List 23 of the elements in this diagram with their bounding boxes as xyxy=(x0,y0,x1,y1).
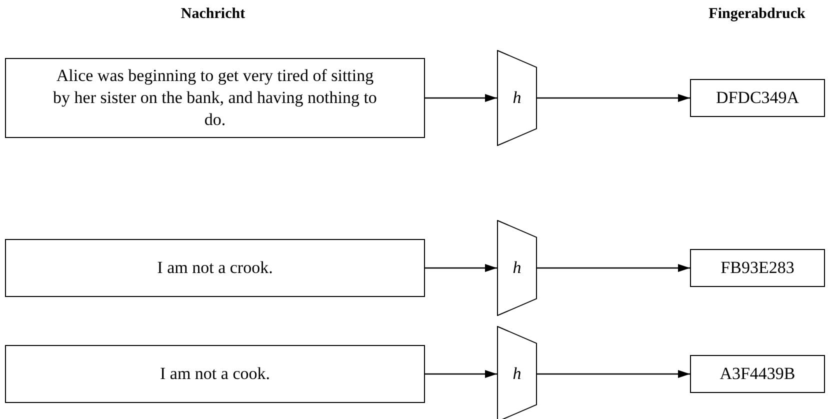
fingerprint-text: A3F4439B xyxy=(720,363,796,385)
fingerprint-box xyxy=(690,79,825,117)
fingerprint-box xyxy=(690,249,825,287)
arrow xyxy=(537,370,690,378)
fingerprint-text: FB93E283 xyxy=(720,257,794,279)
fingerprint-box xyxy=(690,355,825,393)
column-heading: Fingerabdruck xyxy=(708,6,806,23)
message-box xyxy=(5,58,425,138)
hash-symbol: h xyxy=(512,363,522,385)
hash-symbol: h xyxy=(512,257,522,279)
message-text: I am not a crook. xyxy=(156,257,274,279)
message-text: Alice was beginning to get very tired of sitting by her sister on the bank, and having nothing to do. xyxy=(52,65,378,131)
arrow xyxy=(425,370,497,378)
arrow xyxy=(425,94,497,102)
message-box xyxy=(5,345,425,403)
fingerprint-text: DFDC349A xyxy=(716,87,800,109)
arrow xyxy=(537,264,690,272)
arrow xyxy=(425,264,497,272)
hash-symbol: h xyxy=(512,87,522,109)
message-text: I am not a cook. xyxy=(159,363,271,385)
arrow xyxy=(537,94,690,102)
message-box xyxy=(5,239,425,297)
column-heading: Nachricht xyxy=(180,6,246,23)
